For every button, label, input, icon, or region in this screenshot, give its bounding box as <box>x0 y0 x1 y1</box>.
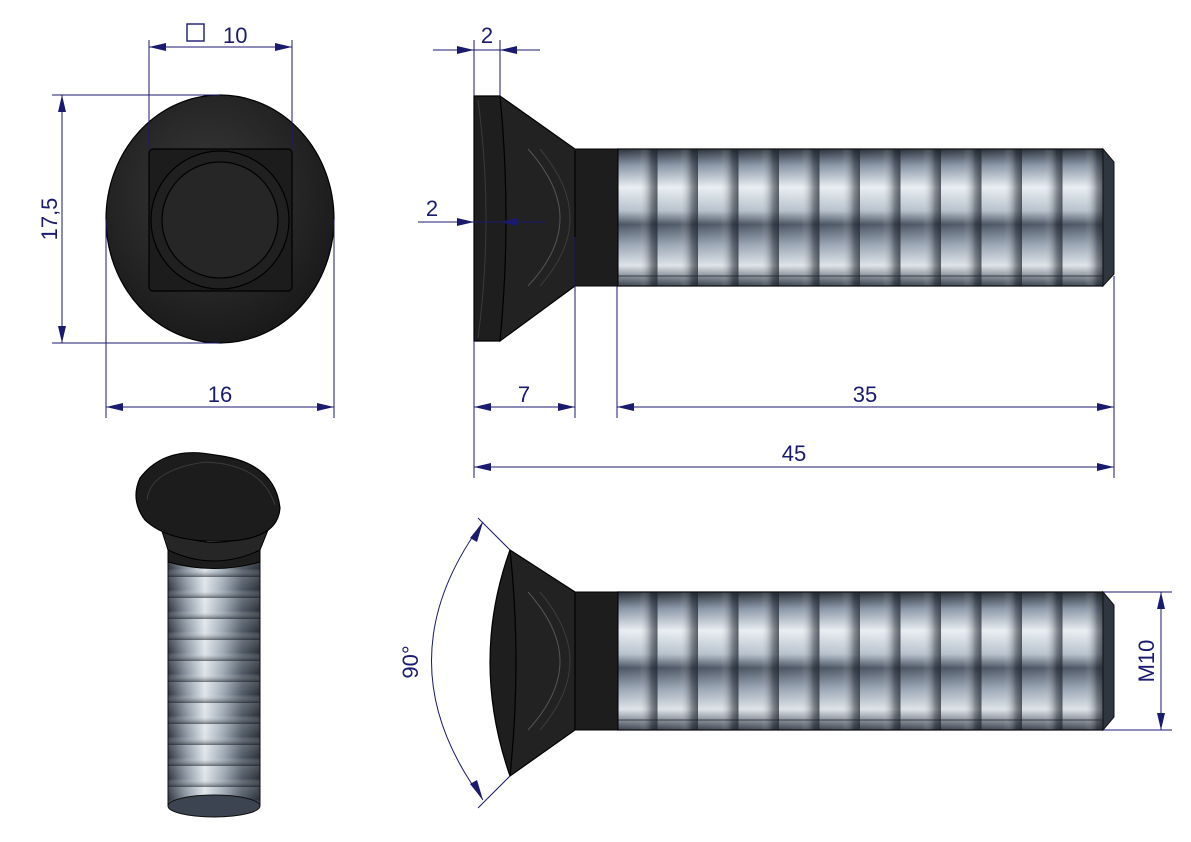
cone-offset-label: 2 <box>426 196 438 221</box>
dim-head-height: 17,5 <box>37 94 220 344</box>
dim-angle: 90° <box>398 517 511 809</box>
head <box>473 95 507 342</box>
dim-neck-length: 7 <box>473 237 576 478</box>
dim-thread-length: 35 <box>616 276 1115 478</box>
thread-length-label: 35 <box>853 382 877 407</box>
front-head <box>489 549 517 777</box>
neck-length-label: 7 <box>518 382 530 407</box>
head-cone <box>499 94 576 343</box>
dim-thread-size: M10 <box>1103 591 1172 731</box>
side-view-bolt <box>473 94 1115 343</box>
iso-thread-teeth <box>168 556 260 806</box>
head-height-label: 17,5 <box>37 198 62 241</box>
neck <box>574 148 619 287</box>
dim-cone-offset: 2 <box>418 196 545 226</box>
end-view <box>105 94 335 344</box>
total-length-label: 45 <box>782 441 806 466</box>
angle-label: 90° <box>398 645 423 678</box>
head-thickness-label: 2 <box>481 23 493 48</box>
iso-head <box>135 452 281 542</box>
dim-total-length: 45 <box>474 441 1114 471</box>
thread-chamfer <box>1102 147 1115 288</box>
head-width-label: 16 <box>208 382 232 407</box>
square-dim-label: 10 <box>223 23 247 48</box>
shank-end <box>161 161 279 279</box>
dim-head-thickness: 2 <box>433 23 540 96</box>
front-view-bolt <box>489 548 1115 778</box>
thread-size-label: M10 <box>1134 640 1159 683</box>
dim-square-10: 10 <box>148 23 293 149</box>
square-icon <box>186 23 205 42</box>
dim-head-width: 16 <box>105 219 335 418</box>
iso-view-bolt <box>135 452 281 818</box>
front-thread-teeth <box>617 592 1103 730</box>
thread-teeth <box>617 149 1103 286</box>
